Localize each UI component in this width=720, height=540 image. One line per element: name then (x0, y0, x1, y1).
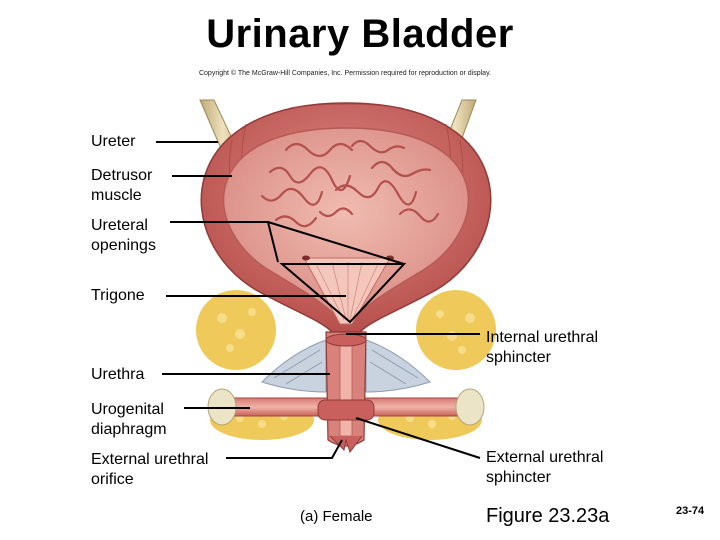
page-number: 23-74 (676, 505, 705, 517)
leader-external-orifice (226, 439, 343, 459)
figure-caption: Figure 23.23a (486, 505, 610, 527)
panel-caption: (a) Female (300, 508, 373, 525)
label-ureteral-openings: Ureteral openings (91, 217, 156, 254)
leader-trigone-triangle (279, 263, 407, 324)
external-sphincter-ring (317, 399, 375, 421)
page-title: Urinary Bladder (206, 12, 514, 56)
label-urogenital-diaphragm: Urogenital diaphragm (91, 401, 167, 438)
label-internal-urethral-sphincter: Internal urethral sphincter (486, 329, 599, 366)
label-external-urethral-orifice: External urethral orifice (91, 451, 209, 488)
label-detrusor-muscle: Detrusor muscle (91, 167, 153, 204)
label-urethra: Urethra (91, 366, 145, 383)
leader-external-sphincter (355, 417, 481, 459)
internal-sphincter-ring (325, 333, 367, 347)
urethra-tube (317, 331, 375, 454)
label-trigone: Trigone (91, 287, 145, 304)
copyright-notice: Copyright © The McGraw-Hill Companies, I… (198, 70, 491, 77)
label-ureter: Ureter (91, 133, 136, 150)
leader-ureteral-openings-2 (267, 221, 405, 265)
leader-lines (156, 141, 481, 459)
label-external-urethral-sphincter: External urethral sphincter (486, 449, 604, 486)
rugae-folds (260, 139, 440, 228)
trigone-striae (315, 261, 379, 321)
pelvic-floor (261, 339, 431, 393)
